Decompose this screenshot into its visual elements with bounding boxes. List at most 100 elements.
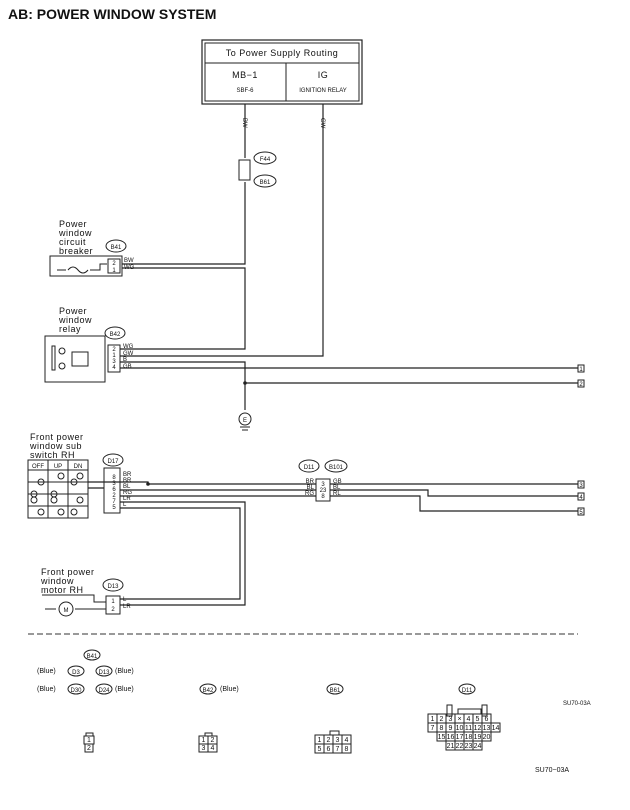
svg-text:3: 3 bbox=[112, 359, 116, 365]
pin-number: × bbox=[457, 716, 461, 723]
pin-number: 3 bbox=[336, 737, 340, 744]
pin-cell bbox=[490, 722, 501, 733]
ground-symbol: E bbox=[238, 412, 252, 431]
svg-text:D3: D3 bbox=[72, 670, 80, 676]
svg-text:M: M bbox=[64, 608, 69, 614]
pin-number: 2 bbox=[327, 737, 331, 744]
pin-cell bbox=[457, 708, 482, 715]
svg-text:5: 5 bbox=[579, 510, 583, 516]
b61-tag: B61 bbox=[260, 180, 271, 186]
svg-text:GB: GB bbox=[123, 364, 132, 370]
pin-number: 13 bbox=[483, 725, 491, 732]
d17-connector bbox=[103, 467, 121, 514]
power-supply-box: To Power Supply Routing MB−1 SBF-6 IG IG… bbox=[201, 39, 363, 105]
svg-text:12: 12 bbox=[111, 599, 115, 613]
svg-text:B: B bbox=[123, 357, 127, 363]
svg-text:(Blue): (Blue) bbox=[220, 686, 239, 693]
svg-text:1: 1 bbox=[112, 353, 116, 359]
mb1-label: MB−1 bbox=[232, 70, 258, 80]
diagram-title: AB: POWER WINDOW SYSTEM bbox=[8, 6, 216, 22]
pin-number: 9 bbox=[449, 725, 453, 732]
svg-text:OFF: OFF bbox=[32, 464, 44, 470]
svg-text:B61: B61 bbox=[330, 688, 341, 694]
pin-number: 5 bbox=[318, 746, 322, 753]
pin-number: 23 bbox=[465, 743, 473, 750]
pin-number: 6 bbox=[485, 716, 489, 723]
svg-text:D13: D13 bbox=[98, 670, 110, 676]
pin-number: 2 bbox=[440, 716, 444, 723]
ig-label: IG bbox=[318, 70, 329, 80]
power-window-relay bbox=[44, 335, 106, 383]
pin-number: 24 bbox=[474, 743, 482, 750]
svg-text:D11: D11 bbox=[462, 688, 473, 694]
pin-number: 7 bbox=[431, 725, 435, 732]
svg-text:WG: WG bbox=[123, 344, 134, 350]
motor-icon bbox=[58, 601, 74, 617]
svg-text:UP: UP bbox=[54, 464, 62, 470]
b41-tag: B41 bbox=[111, 245, 122, 251]
pin-cell bbox=[481, 731, 492, 742]
pin-number: 11 bbox=[465, 725, 472, 732]
f44-b61-connector bbox=[238, 159, 251, 181]
d13-connector bbox=[105, 595, 121, 615]
wire-label-gw: GW bbox=[319, 118, 325, 129]
svg-text:1: 1 bbox=[579, 367, 583, 373]
ignition-relay-label: IGNITION RELAY bbox=[299, 88, 347, 94]
svg-text:4: 4 bbox=[579, 495, 583, 501]
code-large: SU70−03A bbox=[535, 767, 569, 774]
pin-number: 1 bbox=[318, 737, 322, 744]
pin-cell bbox=[329, 730, 340, 736]
pin-number: 15 bbox=[438, 734, 446, 741]
svg-text:(Blue): (Blue) bbox=[37, 668, 56, 675]
d11-tag: D11 bbox=[304, 465, 315, 471]
svg-text:B42: B42 bbox=[203, 688, 214, 694]
pin-number: 22 bbox=[456, 743, 464, 750]
wires bbox=[88, 104, 578, 606]
pin-cell bbox=[472, 740, 483, 751]
pin-number: 16 bbox=[447, 734, 455, 741]
pin-number: 3 bbox=[449, 716, 453, 723]
pin-number: 6 bbox=[327, 746, 331, 753]
pin-number: 4 bbox=[211, 745, 215, 752]
svg-text:(Blue): (Blue) bbox=[115, 686, 134, 693]
pin-number: 2 bbox=[211, 737, 215, 744]
svg-text:D30: D30 bbox=[70, 688, 82, 694]
pin-number: 8 bbox=[440, 725, 444, 732]
b42-tag: B42 bbox=[110, 332, 121, 338]
d13-tag: D13 bbox=[107, 584, 119, 590]
pin-number: 1 bbox=[431, 716, 435, 723]
f44-tag: F44 bbox=[260, 157, 271, 163]
pin-number: 18 bbox=[465, 734, 473, 741]
svg-text:(Blue): (Blue) bbox=[37, 686, 56, 693]
pin-number: 10 bbox=[456, 725, 464, 732]
pin-number: 5 bbox=[476, 716, 480, 723]
pin-cell bbox=[446, 704, 453, 717]
output-terminals: 1 2 3 4 5 bbox=[577, 364, 585, 516]
pin-cell bbox=[207, 743, 218, 753]
svg-text:B41: B41 bbox=[87, 654, 98, 660]
supply-header: To Power Supply Routing bbox=[226, 48, 339, 58]
pin-number: 4 bbox=[345, 737, 349, 744]
pin-number: 1 bbox=[202, 737, 206, 744]
svg-text:LLR: LLR bbox=[123, 597, 131, 610]
pin-cell bbox=[481, 704, 488, 717]
pin-number: 19 bbox=[474, 734, 482, 741]
connector-legend: B41 (Blue) D3 D13 (Blue) (Blue) D30 D24 (Blu… bbox=[37, 649, 591, 774]
pin-number: 20 bbox=[483, 734, 491, 741]
pin-number: 12 bbox=[474, 725, 482, 732]
svg-text:2: 2 bbox=[579, 382, 583, 388]
svg-text:1: 1 bbox=[112, 268, 116, 274]
svg-text:D24: D24 bbox=[98, 688, 110, 694]
